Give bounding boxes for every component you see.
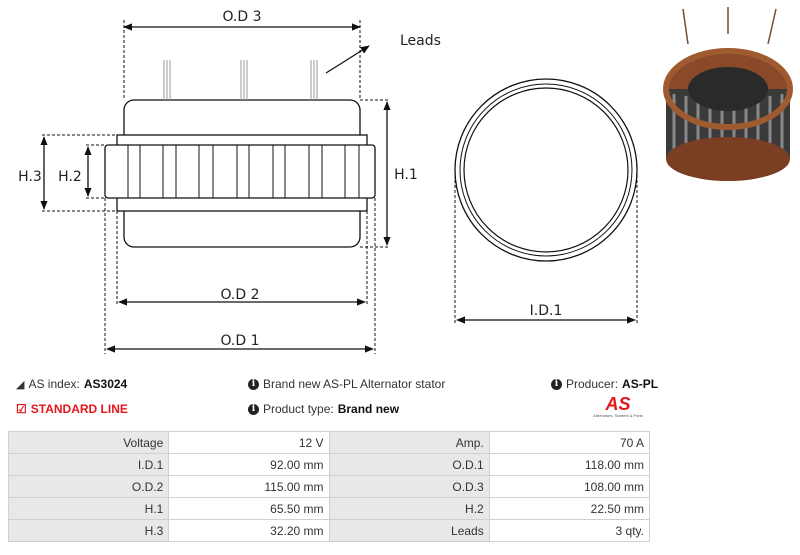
checkbox-icon: ☑ (16, 402, 27, 416)
logo-text: AS (605, 394, 631, 414)
od1-label: O.D 1 (220, 333, 259, 349)
od3-label: O.D 3 (222, 9, 261, 25)
spec-label: H.2 (328, 497, 490, 520)
spec-value: 12 V (168, 431, 330, 454)
standard-line-label: STANDARD LINE (30, 402, 128, 416)
h3-label: H.3 (18, 169, 42, 185)
logo-tagline: Alternators, Starters & Parts (593, 413, 643, 418)
spec-label: Leads (328, 519, 490, 542)
as-index: ◢ AS index: AS3024 (16, 377, 127, 391)
description-text: Brand new AS-PL Alternator stator (263, 377, 446, 391)
spec-value: 92.00 mm (168, 453, 330, 476)
as-index-value: AS3024 (83, 377, 128, 391)
standard-line: ☑ STANDARD LINE (16, 402, 128, 416)
description: i Brand new AS-PL Alternator stator (248, 377, 445, 391)
h2-label: H.2 (58, 169, 82, 185)
spec-label: O.D.1 (328, 453, 490, 476)
spec-label: H.3 (7, 519, 170, 542)
info-icon: i (248, 378, 259, 390)
stator-photo (663, 7, 793, 181)
as-index-label: AS index: (28, 377, 80, 391)
product-type-value: Brand new (337, 402, 400, 416)
spec-value: 118.00 mm (488, 453, 651, 476)
producer: i Producer: AS-PL (551, 377, 658, 391)
spec-label: H.1 (7, 497, 170, 520)
info-icon: i (551, 378, 562, 390)
spec-value: 3 qty. (488, 519, 651, 542)
spec-value: 108.00 mm (488, 475, 651, 498)
h1-label: H.1 (394, 167, 418, 183)
spec-value: 70 A (488, 431, 651, 454)
spec-value: 22.50 mm (488, 497, 651, 520)
spec-label: Voltage (7, 431, 170, 454)
spec-value: 115.00 mm (168, 475, 330, 498)
id1-label: I.D.1 (530, 303, 563, 319)
product-type: i Product type: Brand new (248, 402, 399, 416)
spec-label: O.D.3 (328, 475, 490, 498)
od2-label: O.D 2 (220, 287, 259, 303)
tags-icon: ◢ (16, 378, 25, 391)
product-type-label: Product type: (263, 402, 334, 416)
spec-label: I.D.1 (7, 453, 170, 476)
spec-label: Amp. (328, 431, 490, 454)
technical-drawing: O.D 3 Leads H.1 H.3 H.2 O.D 2 O.D 1 I.D.… (18, 9, 638, 354)
spec-value: 32.20 mm (168, 519, 330, 542)
leads-label: Leads (400, 33, 441, 49)
producer-label: Producer: (566, 377, 619, 391)
info-icon: i (248, 403, 259, 415)
spec-label: O.D.2 (7, 475, 170, 498)
producer-value: AS-PL (622, 377, 659, 391)
spec-value: 65.50 mm (168, 497, 330, 520)
as-pl-logo: AS Alternators, Starters & Parts (588, 395, 648, 418)
